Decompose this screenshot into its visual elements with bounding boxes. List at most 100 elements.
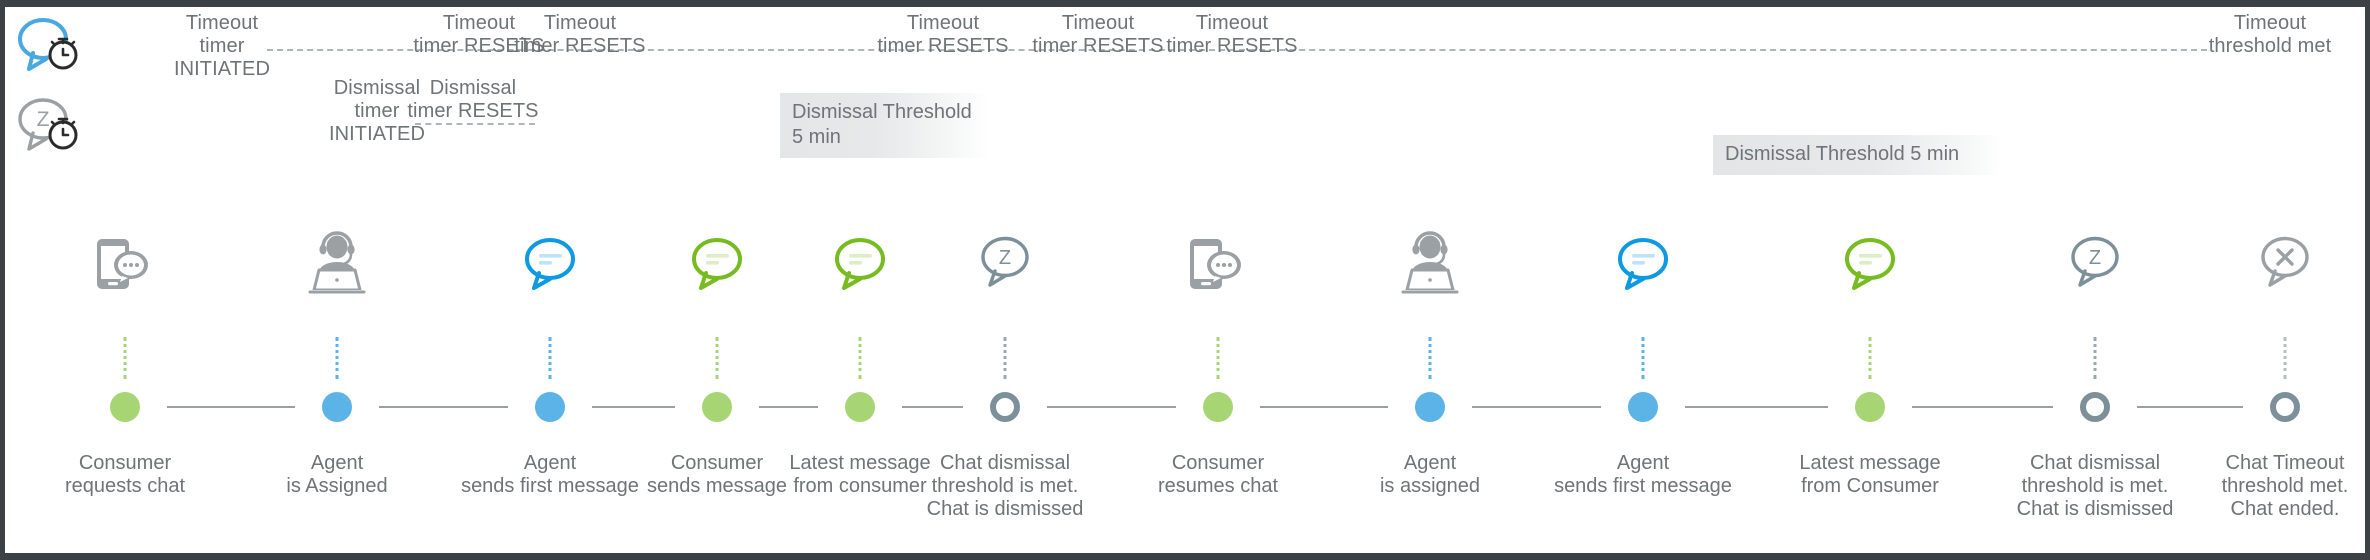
dismissal-timer-legend: Z xyxy=(13,93,85,163)
timeline-event-chat-timeout-threshold-met[interactable]: Chat Timeout threshold met. Chat ended. xyxy=(2155,7,2365,553)
timeline-event-agent-is-assigned[interactable]: Agent is Assigned xyxy=(207,7,467,553)
dismissal-timer-label-1: Dismissal timer RESETS xyxy=(407,77,539,122)
chat-bubble-lines-icon xyxy=(1845,238,1895,290)
timeout-timer-label-6: Timeout threshold met xyxy=(2208,12,2332,57)
event-connector xyxy=(2093,337,2097,379)
timeline-event-agent-sends-first-message-2[interactable]: Agent sends first message xyxy=(1513,7,1773,553)
timeline-segment-4 xyxy=(902,406,963,408)
agent-headset-laptop-icon xyxy=(301,229,373,299)
timeline-segment-2 xyxy=(592,406,675,408)
timeline-node-consumer-requests-chat[interactable] xyxy=(110,392,140,422)
event-connector xyxy=(1641,337,1645,379)
event-caption-agent-is-assigned: Agent is Assigned xyxy=(286,452,388,497)
agent-headset-laptop-icon xyxy=(308,231,366,294)
agent-headset-laptop-icon xyxy=(1401,231,1459,294)
timeline-segment-3 xyxy=(759,406,818,408)
timeline-event-latest-message-from-consumer-2[interactable]: Latest message from Consumer xyxy=(1740,7,2000,553)
timeline-event-agent-sends-first-message[interactable]: Agent sends first message xyxy=(420,7,680,553)
chat-bubble-lines-icon xyxy=(514,229,586,299)
timeline-node-agent-sends-first-message[interactable] xyxy=(535,392,565,422)
event-connector xyxy=(1216,337,1220,379)
timeline-node-latest-message-from-consumer[interactable] xyxy=(845,392,875,422)
event-caption-consumer-resumes-chat: Consumer resumes chat xyxy=(1157,452,1279,497)
timeout-timer-label-2: Timeout timer RESETS xyxy=(514,12,646,57)
chat-bubble-stopwatch-icon xyxy=(18,18,78,71)
event-caption-consumer-requests-chat: Consumer requests chat xyxy=(64,452,186,497)
timeline-segment-9 xyxy=(1912,406,2053,408)
chat-bubble-z-icon: Z xyxy=(2059,229,2131,299)
event-connector xyxy=(548,337,552,379)
svg-text:Z: Z xyxy=(37,108,50,131)
svg-text:Z: Z xyxy=(2089,247,2101,269)
event-caption-chat-timeout-threshold-met: Chat Timeout threshold met. Chat ended. xyxy=(2221,452,2349,520)
timeline-node-consumer-sends-message[interactable] xyxy=(702,392,732,422)
timeline-segment-7 xyxy=(1472,406,1601,408)
timeout-timer-label-1: Timeout timer RESETS xyxy=(413,12,545,57)
chat-bubble-lines-icon xyxy=(835,238,885,290)
timeline-segment-5 xyxy=(1047,406,1176,408)
event-caption-agent-sends-first-message-2: Agent sends first message xyxy=(1554,452,1732,497)
event-caption-chat-dismissal-threshold-met-1: Chat dismissal threshold is met. Chat is… xyxy=(926,452,1084,520)
timeline-event-latest-message-from-consumer[interactable]: Latest message from consumer xyxy=(730,7,990,553)
timeline-node-agent-is-assigned-2[interactable] xyxy=(1415,392,1445,422)
timeline-segment-6 xyxy=(1260,406,1388,408)
timeout-timer-legend xyxy=(13,13,85,83)
event-connector xyxy=(1868,337,1872,379)
dismissal-threshold-badge-1: Dismissal Threshold 5 min xyxy=(1713,135,2003,175)
chat-bubble-x-icon xyxy=(2249,229,2321,299)
chat-bubble-lines-icon xyxy=(525,238,575,290)
timeline-segment-8 xyxy=(1685,406,1828,408)
event-connector xyxy=(715,337,719,379)
chat-bubble-lines-icon xyxy=(1834,229,1906,299)
chat-bubble-x-icon xyxy=(2261,236,2309,287)
timeline-event-chat-dismissal-threshold-met-1[interactable]: Z Chat dismissal threshold is met. Chat i… xyxy=(875,7,1135,553)
timeline-event-consumer-resumes-chat[interactable]: Consumer resumes chat xyxy=(1088,7,1348,553)
event-connector xyxy=(1428,337,1432,379)
event-caption-agent-sends-first-message: Agent sends first message xyxy=(461,452,639,497)
chat-bubble-z-stopwatch-icon: Z xyxy=(18,98,78,151)
dismissal-threshold-badge-0: Dismissal Threshold 5 min xyxy=(780,93,990,158)
event-connector xyxy=(123,337,127,379)
chat-bubble-lines-icon xyxy=(1607,229,1679,299)
chat-bubble-z-icon: Z xyxy=(969,229,1041,299)
timeout-timer-label-5: Timeout timer RESETS xyxy=(1166,12,1298,57)
timeline-node-agent-is-assigned[interactable] xyxy=(322,392,352,422)
timeline-event-agent-is-assigned-2[interactable]: Agent is assigned xyxy=(1300,7,1560,553)
event-caption-latest-message-from-consumer-2: Latest message from Consumer xyxy=(1799,452,1941,497)
svg-text:Z: Z xyxy=(999,247,1011,269)
event-connector xyxy=(335,337,339,379)
agent-headset-laptop-icon xyxy=(1394,229,1466,299)
mobile-chat-icon xyxy=(1182,229,1254,299)
timeline-event-consumer-requests-chat[interactable]: Consumer requests chat xyxy=(5,7,255,553)
timeline-node-chat-dismissal-threshold-met-2[interactable] xyxy=(2080,392,2110,422)
event-connector xyxy=(1003,337,1007,379)
timeline-node-consumer-resumes-chat[interactable] xyxy=(1203,392,1233,422)
timeline-segment-10 xyxy=(2137,406,2243,408)
timeout-timer-label-3: Timeout timer RESETS xyxy=(877,12,1009,57)
timeline-node-agent-sends-first-message-2[interactable] xyxy=(1628,392,1658,422)
timeline-node-chat-timeout-threshold-met[interactable] xyxy=(2270,392,2300,422)
chat-bubble-z-icon: Z xyxy=(2071,236,2119,287)
mobile-chat-icon xyxy=(89,229,161,299)
timeline-segment-1 xyxy=(379,406,508,408)
timeout-timer-label-4: Timeout timer RESETS xyxy=(1032,12,1164,57)
event-connector xyxy=(858,337,862,379)
event-connector xyxy=(2283,337,2287,379)
timeline-segment-0 xyxy=(167,406,295,408)
timeout-rail xyxy=(267,49,2207,51)
event-caption-chat-dismissal-threshold-met-2: Chat dismissal threshold is met. Chat is… xyxy=(2016,452,2174,520)
chat-bubble-lines-icon xyxy=(692,238,742,290)
chat-bubble-z-icon: Z xyxy=(981,236,1029,287)
chat-bubble-lines-icon xyxy=(681,229,753,299)
dismissal-timer-label-0: Dismissal timer INITIATED xyxy=(328,77,426,145)
mobile-chat-icon xyxy=(1190,239,1241,289)
timeline-node-chat-dismissal-threshold-met-1[interactable] xyxy=(990,392,1020,422)
timeline-event-chat-dismissal-threshold-met-2[interactable]: Z Chat dismissal threshold is met. Chat i… xyxy=(1965,7,2225,553)
timeline-event-consumer-sends-message[interactable]: Consumer sends message xyxy=(587,7,847,553)
event-caption-latest-message-from-consumer: Latest message from consumer xyxy=(789,452,931,497)
chat-bubble-lines-icon xyxy=(824,229,896,299)
timeline-node-latest-message-from-consumer-2[interactable] xyxy=(1855,392,1885,422)
mobile-chat-icon xyxy=(97,239,148,289)
